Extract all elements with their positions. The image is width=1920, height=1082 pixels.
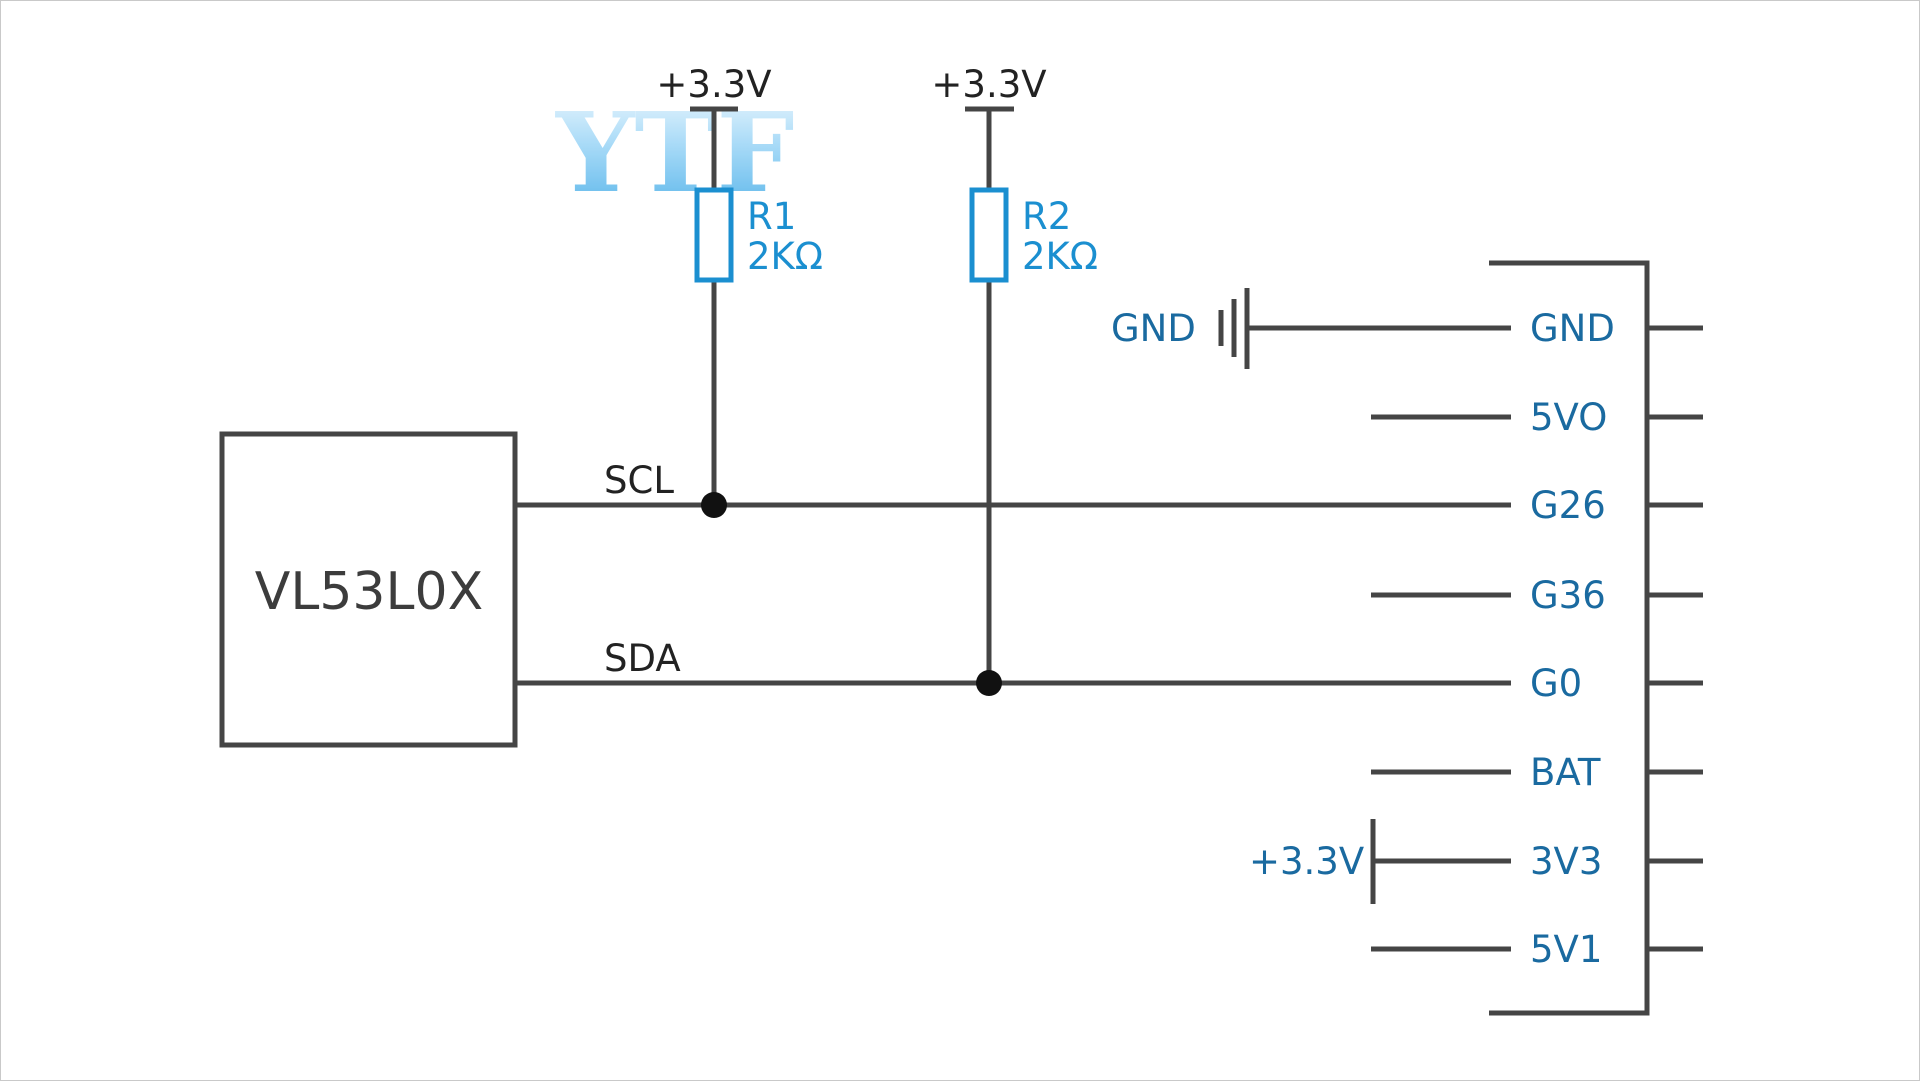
r1-resistor (694, 187, 734, 283)
r2-ref-label: R2 (1022, 195, 1071, 238)
chip-label: VL53L0X (255, 562, 483, 622)
ground-label: GND (1111, 307, 1196, 350)
r1-value-label: 2KΩ (747, 235, 823, 278)
pin-label-5vo: 5VO (1530, 396, 1607, 439)
r1-supply-label: +3.3V (656, 63, 771, 106)
scl-junction-dot (701, 492, 727, 518)
3v3-supply-label: +3.3V (1249, 840, 1364, 883)
scl-label: SCL (604, 459, 674, 502)
r2-supply-label: +3.3V (931, 63, 1046, 106)
pin-label-5v1: 5V1 (1530, 928, 1602, 971)
pin-label-gnd: GND (1530, 307, 1615, 350)
header-pin-stubs (1647, 325, 1703, 952)
sda-label: SDA (604, 637, 681, 680)
sda-junction-dot (976, 670, 1002, 696)
r2-resistor (969, 187, 1009, 283)
ground-icon (1218, 288, 1250, 369)
pin-label-bat: BAT (1530, 751, 1601, 794)
r2-value-label: 2KΩ (1022, 235, 1098, 278)
pin-label-g0: G0 (1530, 662, 1582, 705)
pin-label-3v3: 3V3 (1530, 840, 1602, 883)
pin-label-g36: G36 (1530, 574, 1606, 617)
watermark-logo: YTF (555, 88, 794, 217)
vl53l0x-chip-body (219, 431, 518, 748)
pin-label-g26: G26 (1530, 484, 1606, 527)
header-connector-body (1489, 260, 1650, 1016)
r1-ref-label: R1 (747, 195, 796, 238)
